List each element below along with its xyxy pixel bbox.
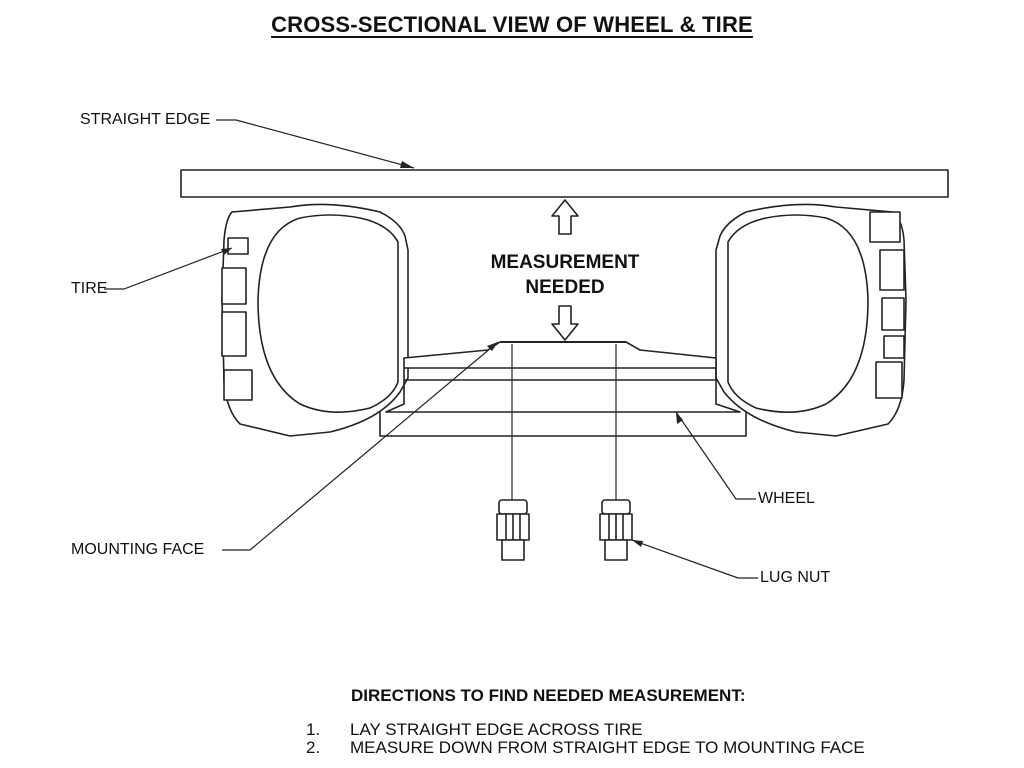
tire-label: TIRE bbox=[71, 280, 108, 297]
step-text: MEASURE DOWN FROM STRAIGHT EDGE TO MOUNT… bbox=[350, 738, 865, 757]
measurement-label-line1: MEASUREMENT bbox=[490, 252, 640, 273]
lug-nut-left-icon bbox=[496, 499, 530, 561]
tire-leader bbox=[104, 247, 233, 290]
lug-nut-label: LUG NUT bbox=[760, 569, 831, 586]
page-title: CROSS-SECTIONAL VIEW OF WHEEL & TIRE bbox=[271, 12, 753, 37]
wheel-body bbox=[403, 341, 717, 369]
down-arrow-icon bbox=[551, 305, 579, 341]
straight-edge-bar bbox=[180, 169, 949, 198]
directions-title: DIRECTIONS TO FIND NEEDED MEASUREMENT: bbox=[351, 686, 746, 705]
direction-step-1: 1. LAY STRAIGHT EDGE ACROSS TIRE bbox=[306, 720, 643, 740]
measurement-label-line2: NEEDED bbox=[525, 277, 605, 298]
left-tire bbox=[221, 203, 409, 437]
up-arrow-icon bbox=[551, 199, 579, 235]
measurement-needed-label: MEASUREMENT NEEDED bbox=[440, 250, 690, 300]
step-text: LAY STRAIGHT EDGE ACROSS TIRE bbox=[350, 720, 643, 739]
lug-nut-right-icon bbox=[599, 499, 633, 561]
step-number: 1. bbox=[306, 720, 321, 739]
mounting-face-leader bbox=[222, 341, 499, 551]
direction-step-2: 2. MEASURE DOWN FROM STRAIGHT EDGE TO MOU… bbox=[306, 738, 865, 758]
mounting-face-label: MOUNTING FACE bbox=[71, 541, 205, 558]
lug-nut-leader bbox=[631, 539, 758, 579]
straight-edge-label: STRAIGHT EDGE bbox=[80, 111, 211, 128]
straight-edge-leader bbox=[216, 119, 415, 169]
wheel-leader bbox=[675, 411, 756, 500]
wheel-label: WHEEL bbox=[758, 490, 815, 507]
step-number: 2. bbox=[306, 738, 321, 757]
